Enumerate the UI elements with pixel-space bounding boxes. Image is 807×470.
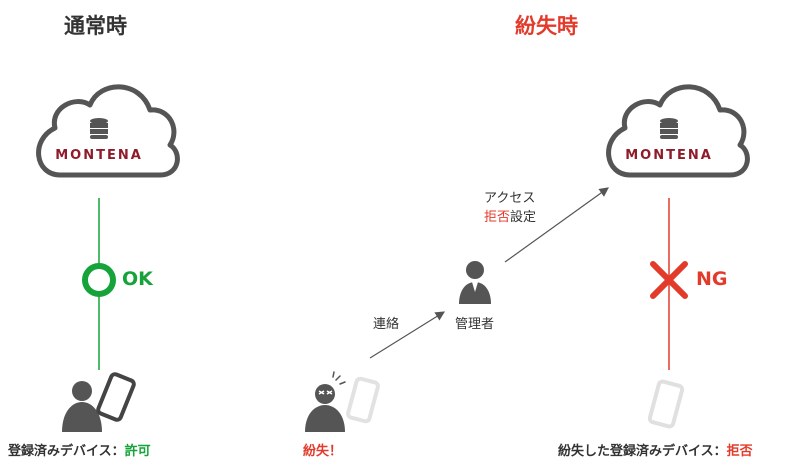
database-icon-normal [90, 118, 108, 139]
lost-device-caption-text: 紛失した登録済みデバイス： [558, 444, 727, 459]
lost-device-caption: 紛失した登録済みデバイス：拒否 [558, 440, 753, 459]
smartphone-icon-normal [96, 372, 136, 422]
database-icon-lost [660, 118, 678, 139]
setting-text: 設定 [510, 210, 537, 225]
distressed-user-icon [305, 371, 346, 432]
user-icon-normal [62, 381, 102, 432]
faded-smartphone-icon [346, 376, 380, 424]
normal-title: 通常時 [64, 14, 127, 38]
cloud-icon-normal [36, 84, 180, 178]
reject-text: 拒否 [484, 210, 511, 225]
manager-icon [459, 261, 491, 304]
reject-status-text: 拒否 [726, 444, 753, 459]
ng-status: NG [696, 268, 728, 290]
arrow-to-cloud [504, 187, 609, 263]
ok-status: OK [122, 268, 153, 290]
lost-caption: 紛失！ [303, 444, 343, 459]
access-label: アクセス [484, 191, 536, 206]
access-setting-label: 拒否設定 [484, 206, 536, 225]
normal-caption-text: 登録済みデバイス： [8, 444, 125, 459]
ng-cross-icon [650, 261, 688, 299]
lost-title: 紛失時 [515, 14, 578, 38]
ok-circle-icon [82, 263, 116, 297]
normal-caption: 登録済みデバイス：許可 [8, 440, 151, 459]
cloud-icon-lost [606, 84, 750, 178]
permit-text: 許可 [124, 444, 151, 459]
lost-smartphone-icon [647, 379, 685, 429]
manager-label: 管理者 [455, 317, 495, 332]
montena-logo-lost: MONTENA [625, 148, 713, 163]
arrow-to-manager [369, 311, 446, 359]
contact-label: 連絡 [373, 317, 400, 332]
montena-logo-normal: MONTENA [55, 148, 143, 163]
